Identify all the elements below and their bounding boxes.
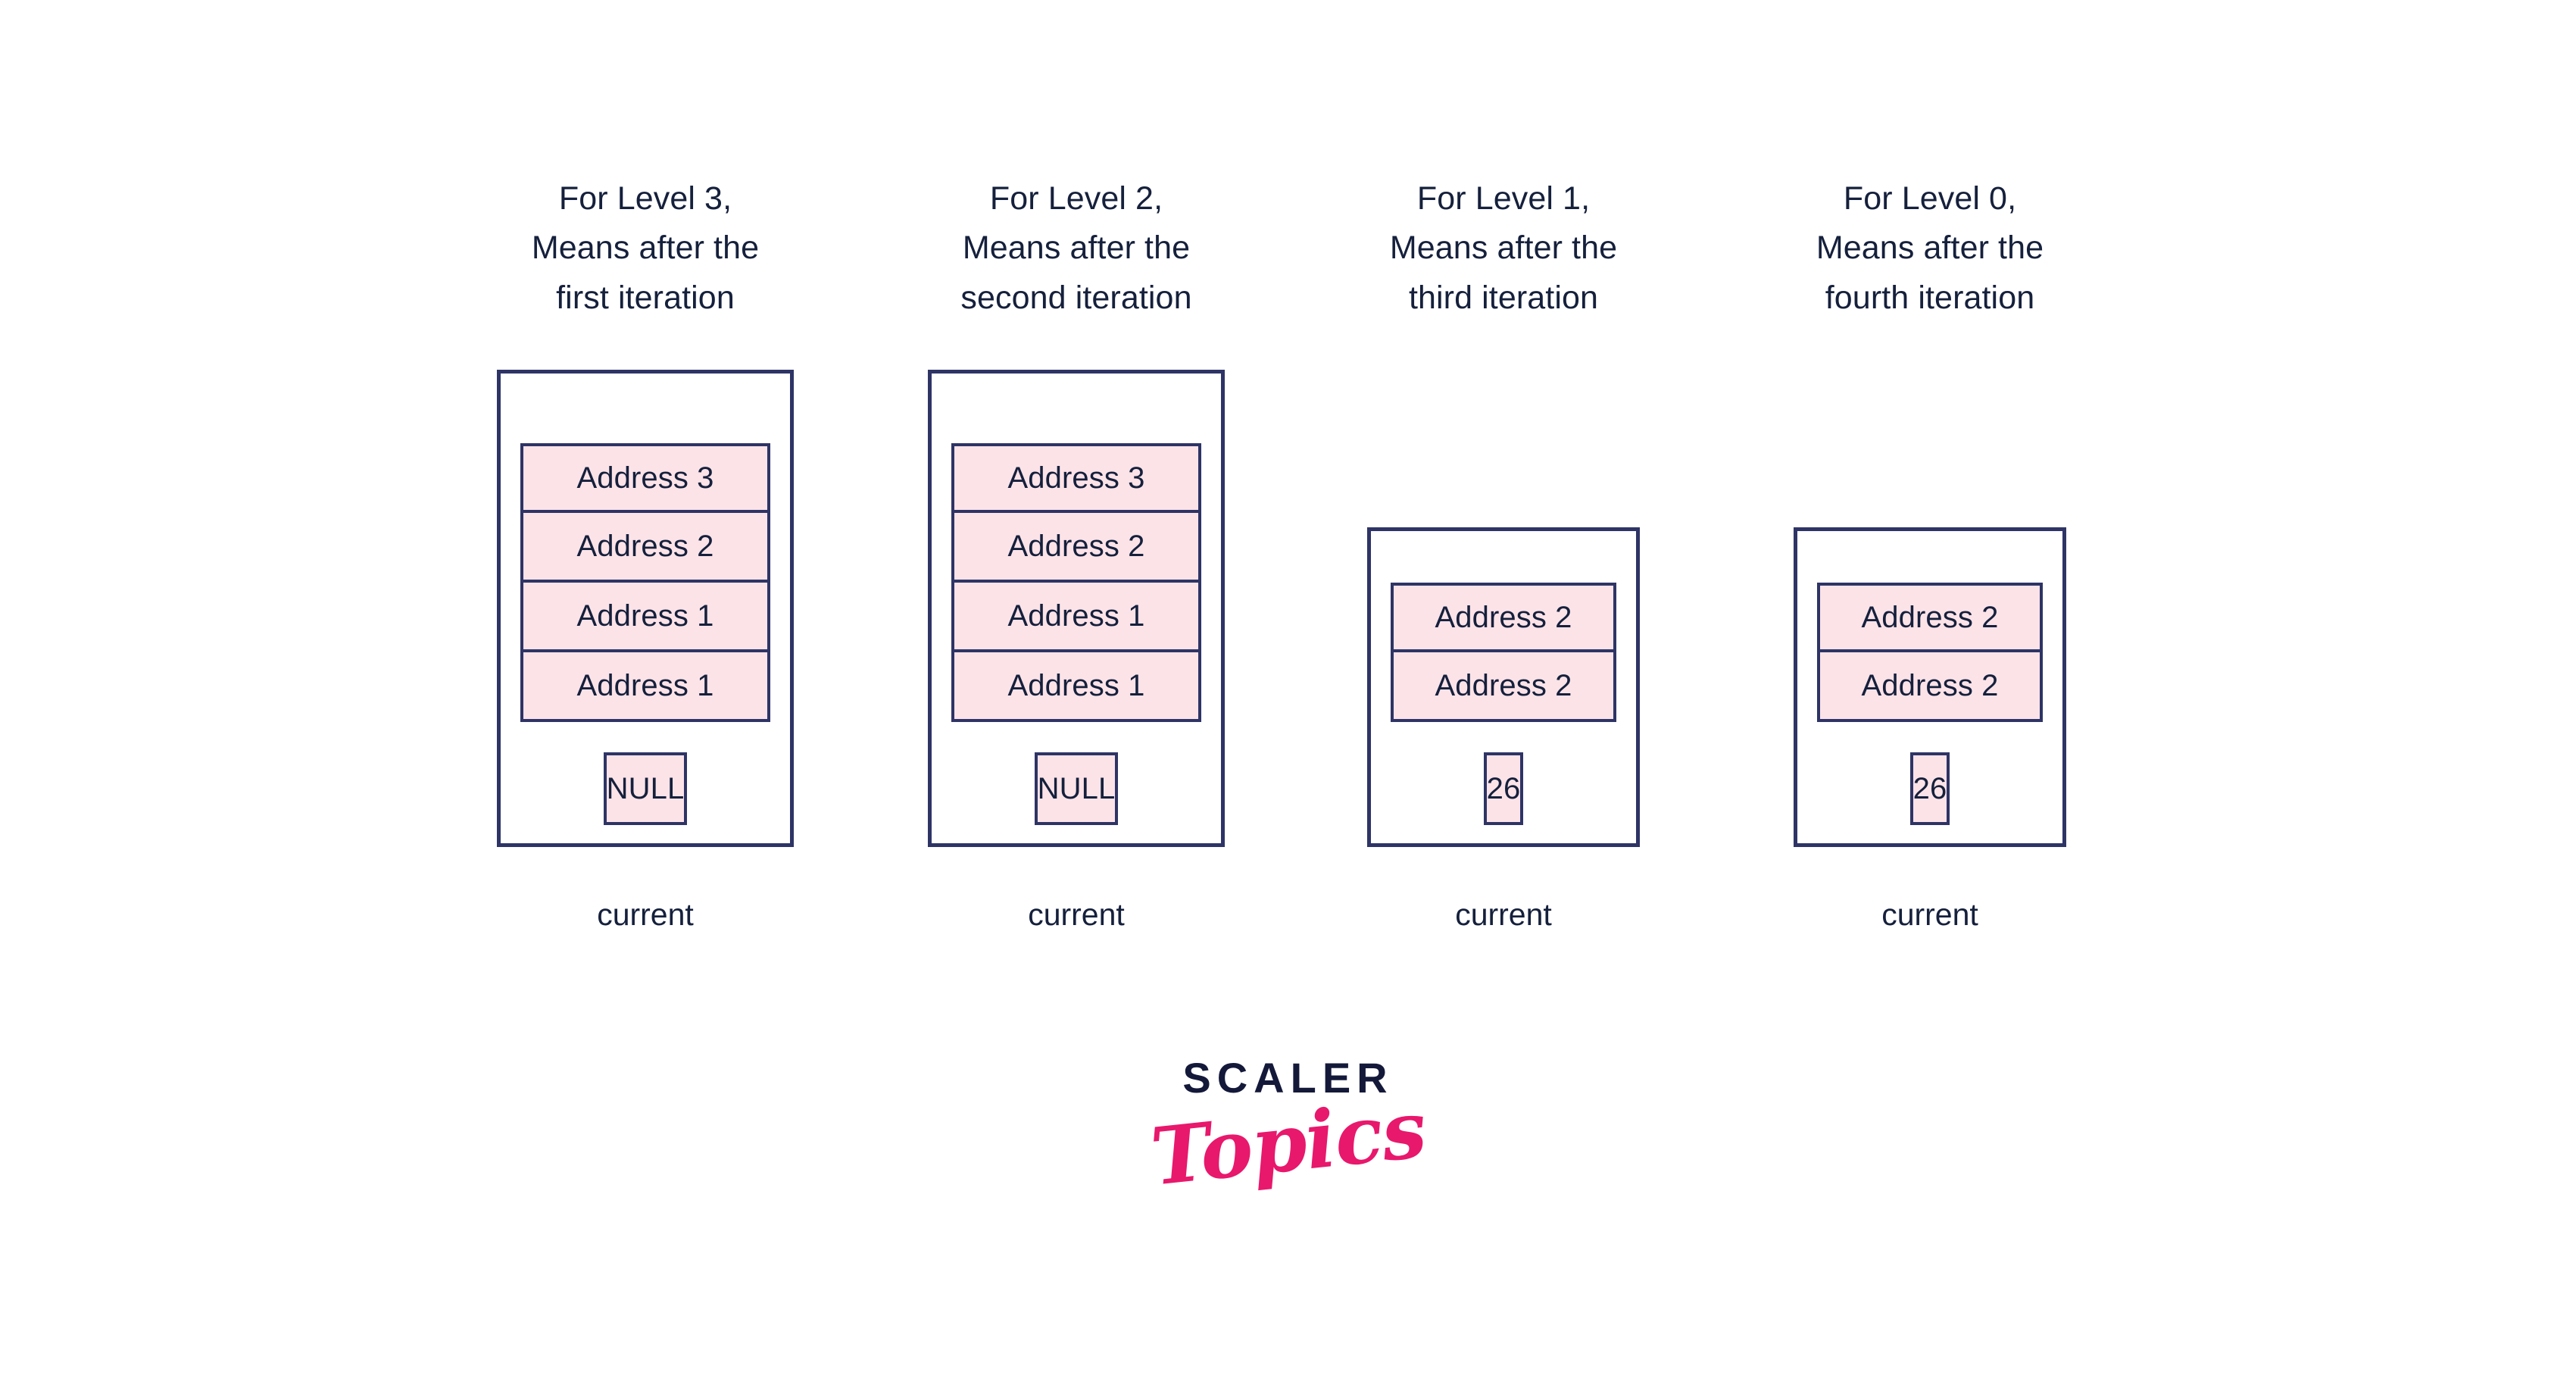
stack-cell: Address 1: [951, 583, 1201, 653]
current-pointer-label: current: [1881, 897, 1978, 933]
stack-wrapper-level-1: Address 2 Address 2 26: [1325, 323, 1681, 853]
stack-wrapper-level-2: Address 3 Address 2 Address 1 Address 1 …: [898, 323, 1254, 853]
stack-column-level-0: For Level 0, Means after the fourth iter…: [1752, 174, 2108, 933]
stack-cell-group-level-3: Address 3 Address 2 Address 1 Address 1: [520, 443, 770, 723]
stack-container-level-0: Address 2 Address 2 26: [1794, 527, 2066, 848]
stack-bottom-cell: 26: [1909, 752, 1950, 826]
stack-cell: Address 3: [951, 443, 1201, 514]
stack-cell: Address 2: [520, 513, 770, 583]
stack-cell: Address 1: [520, 652, 770, 723]
stack-cell-group-level-1: Address 2 Address 2: [1391, 583, 1616, 723]
stack-bottom-cell: NULL: [1034, 752, 1119, 826]
current-pointer-label: current: [1028, 897, 1125, 933]
stack-container-level-1: Address 2 Address 2 26: [1367, 527, 1640, 848]
stack-column-level-1: For Level 1, Means after the third itera…: [1325, 174, 1681, 933]
logo-wordmark: SCALER: [1182, 1054, 1394, 1102]
current-pointer-label: current: [597, 897, 694, 933]
stack-container-level-3: Address 3 Address 2 Address 1 Address 1 …: [497, 370, 794, 848]
stack-cell: Address 2: [1817, 583, 2043, 653]
scaler-topics-logo: SCALER Topics: [1091, 1054, 1485, 1204]
stack-bottom-cell: 26: [1483, 752, 1524, 826]
current-pointer-label: current: [1455, 897, 1552, 933]
stack-bottom-cell: NULL: [603, 752, 688, 826]
column-header-level-0: For Level 0, Means after the fourth iter…: [1816, 180, 2044, 316]
stack-column-level-2: For Level 2, Means after the second iter…: [898, 174, 1254, 933]
stack-cell-group-level-2: Address 3 Address 2 Address 1 Address 1: [951, 443, 1201, 723]
stack-cell: Address 2: [1391, 583, 1616, 653]
stack-wrapper-level-3: Address 3 Address 2 Address 1 Address 1 …: [467, 323, 823, 853]
stack-cell: Address 2: [951, 513, 1201, 583]
stack-column-level-3: For Level 3, Means after the first itera…: [467, 174, 823, 933]
stack-cell: Address 2: [1817, 652, 2043, 723]
stack-cell: Address 3: [520, 443, 770, 514]
stack-cell: Address 1: [951, 652, 1201, 723]
column-header-level-3: For Level 3, Means after the first itera…: [531, 180, 760, 316]
stack-cell-group-level-0: Address 2 Address 2: [1817, 583, 2043, 723]
column-header-level-1: For Level 1, Means after the third itera…: [1389, 180, 1618, 316]
stack-cell: Address 2: [1391, 652, 1616, 723]
logo-script: Topics: [1146, 1082, 1430, 1204]
column-header-level-2: For Level 2, Means after the second iter…: [960, 180, 1192, 316]
stack-cell: Address 1: [520, 583, 770, 653]
stack-wrapper-level-0: Address 2 Address 2 26: [1752, 323, 2108, 853]
stack-container-level-2: Address 3 Address 2 Address 1 Address 1 …: [928, 370, 1225, 848]
